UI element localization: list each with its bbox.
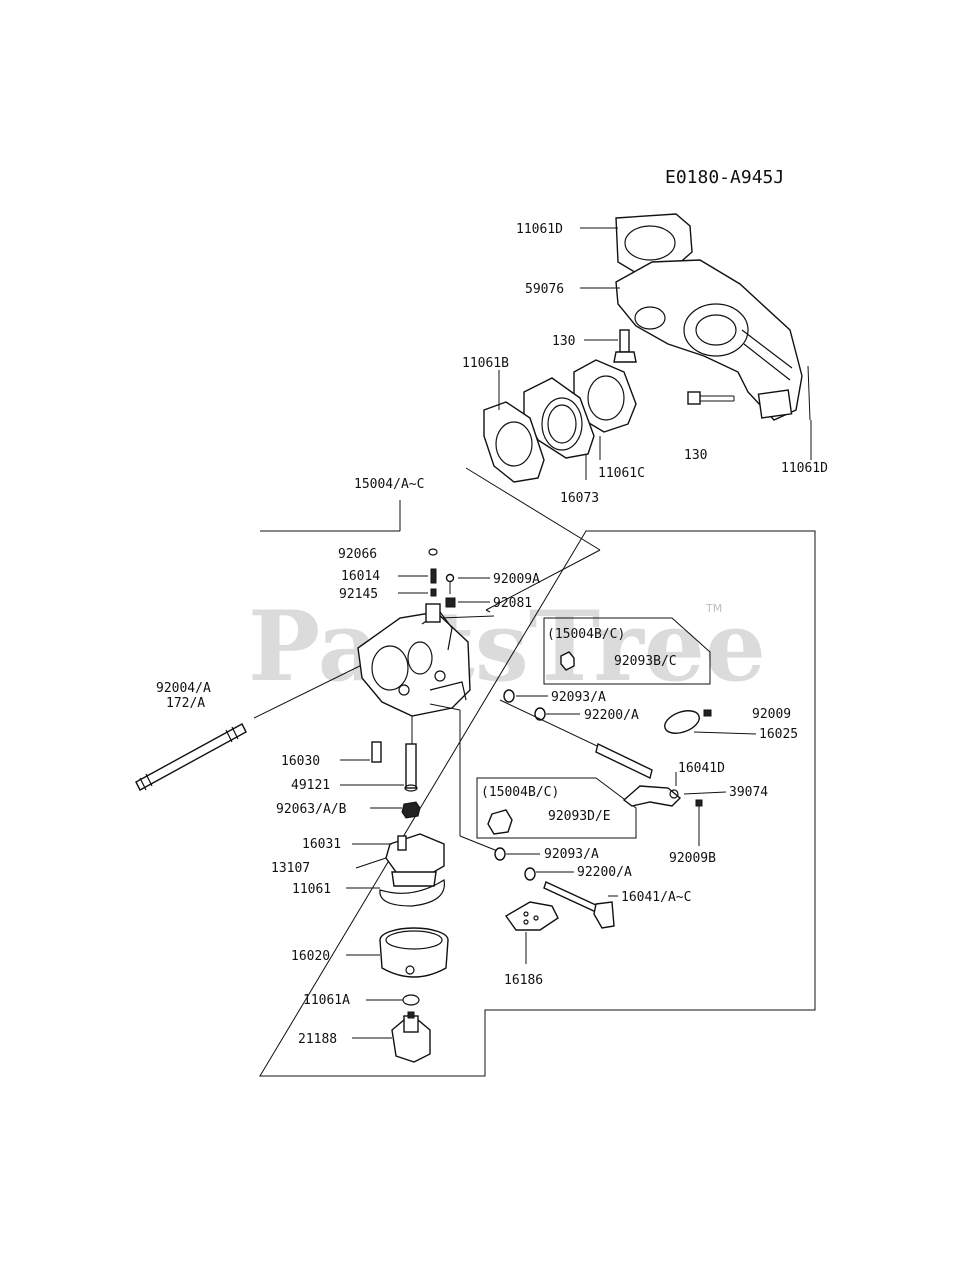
callout-11061C: 11061C (598, 466, 645, 481)
trademark-mark: TM (705, 602, 722, 615)
callout-172: 172/A (166, 696, 205, 711)
pin-13107 (355, 857, 387, 869)
callout-16025: 16025 (759, 727, 798, 742)
valve-16025 (664, 710, 700, 734)
callout-92093A-lower: 92093/A (544, 847, 599, 862)
callout-92093BC: 92093B/C (614, 654, 677, 669)
callout-49121: 49121 (291, 778, 330, 793)
intake-manifold-59076 (615, 259, 811, 421)
screw-92009A (445, 573, 455, 594)
option-box-15004BC-bottom (476, 777, 637, 839)
choke-plate-16186 (504, 901, 559, 931)
screw-92009B (695, 799, 703, 807)
callout-92145: 92145 (339, 587, 378, 602)
spring-92081 (445, 597, 456, 608)
bolt-130-horizontal (687, 391, 735, 405)
part-92063 (401, 801, 421, 819)
callout-16041D: 16041D (678, 761, 725, 776)
callout-92063: 92063/A/B (276, 802, 347, 817)
callout-16041AC: 16041/A~C (621, 890, 691, 905)
nozzle-49121 (404, 743, 418, 792)
callout-16014: 16014 (341, 569, 380, 584)
callout-130-bolt: 130 (552, 334, 575, 349)
callout-11061D-top: 11061D (516, 222, 563, 237)
carburetor-body (357, 603, 471, 717)
part-92066 (428, 548, 438, 556)
callout-11061B: 11061B (462, 356, 509, 371)
callout-11061A: 11061A (303, 993, 350, 1008)
callout-92009: 92009 (752, 707, 791, 722)
diagram-code: E0180-A945J (665, 167, 784, 188)
oring-92093A-lower (494, 847, 506, 861)
oring-11061A (402, 994, 420, 1006)
callout-39074: 39074 (729, 785, 768, 800)
callout-92093A-upper: 92093/A (551, 690, 606, 705)
bolt-130 (613, 329, 637, 363)
washer-92200A-upper (534, 707, 546, 721)
callout-92081: 92081 (493, 596, 532, 611)
callout-11061: 11061 (292, 882, 331, 897)
callout-21188: 21188 (298, 1032, 337, 1047)
callout-15004BC-top: (15004B/C) (547, 627, 625, 642)
screw-16014 (430, 568, 437, 584)
gasket-11061D-top (615, 213, 693, 275)
lever-39074 (622, 785, 682, 807)
callout-92093DE: 92093D/E (548, 809, 611, 824)
stud-92004 (135, 723, 247, 791)
callout-16073: 16073 (560, 491, 599, 506)
callout-59076: 59076 (525, 282, 564, 297)
callout-15004BC-bottom: (15004B/C) (481, 785, 559, 800)
shaft-16041D (499, 699, 653, 780)
callout-92200A-lower: 92200/A (577, 865, 632, 880)
washer-92200A-lower (524, 867, 536, 881)
solenoid-21188 (391, 1011, 431, 1063)
float-16031 (385, 833, 445, 887)
callout-92009B: 92009B (669, 851, 716, 866)
gasket-11061 (379, 879, 445, 907)
callout-130-right: 130 (684, 448, 707, 463)
jet-16030 (371, 741, 382, 763)
float-bowl-16020 (379, 927, 449, 978)
callout-16020: 16020 (291, 949, 330, 964)
callout-92066: 92066 (338, 547, 377, 562)
callout-13107: 13107 (271, 861, 310, 876)
callout-92200A-upper: 92200/A (584, 708, 639, 723)
callout-16186: 16186 (504, 973, 543, 988)
gasket-11061B (483, 401, 545, 483)
screw-92009 (703, 709, 712, 717)
shaft-16041AC (543, 881, 615, 929)
carburetor-assembly-frame (259, 530, 816, 1077)
callout-11061D-right: 11061D (781, 461, 828, 476)
callout-16031: 16031 (302, 837, 341, 852)
oring-92093A-upper (503, 689, 515, 703)
callout-15004: 15004/A~C (354, 477, 424, 492)
option-box-15004BC-top (543, 617, 711, 685)
callout-16030: 16030 (281, 754, 320, 769)
leader-lines (340, 227, 812, 1039)
callout-92004: 92004/A (156, 681, 211, 696)
spring-92145 (430, 588, 437, 597)
callout-92009A: 92009A (493, 572, 540, 587)
